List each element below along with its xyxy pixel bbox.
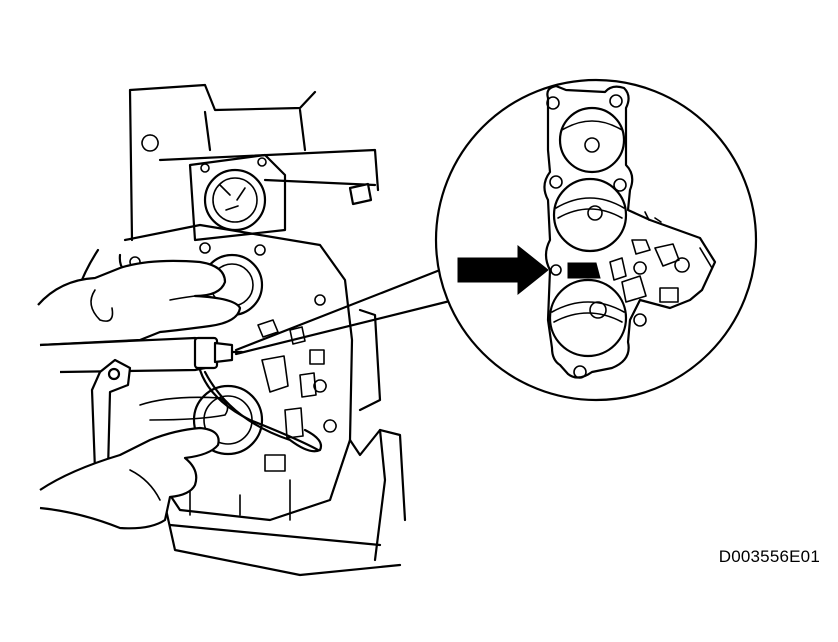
figure-code: D003556E01 — [718, 547, 820, 566]
zoom-leader-lines — [234, 268, 464, 356]
upper-hand — [37, 259, 242, 347]
passage-block — [567, 262, 601, 279]
transmission-case — [76, 83, 407, 577]
pointer-arrow-icon — [457, 244, 549, 296]
air-gun-tool — [39, 336, 323, 472]
target-oil-hole — [550, 264, 562, 276]
lower-hand — [39, 396, 229, 530]
detail-magnifier — [434, 78, 758, 402]
